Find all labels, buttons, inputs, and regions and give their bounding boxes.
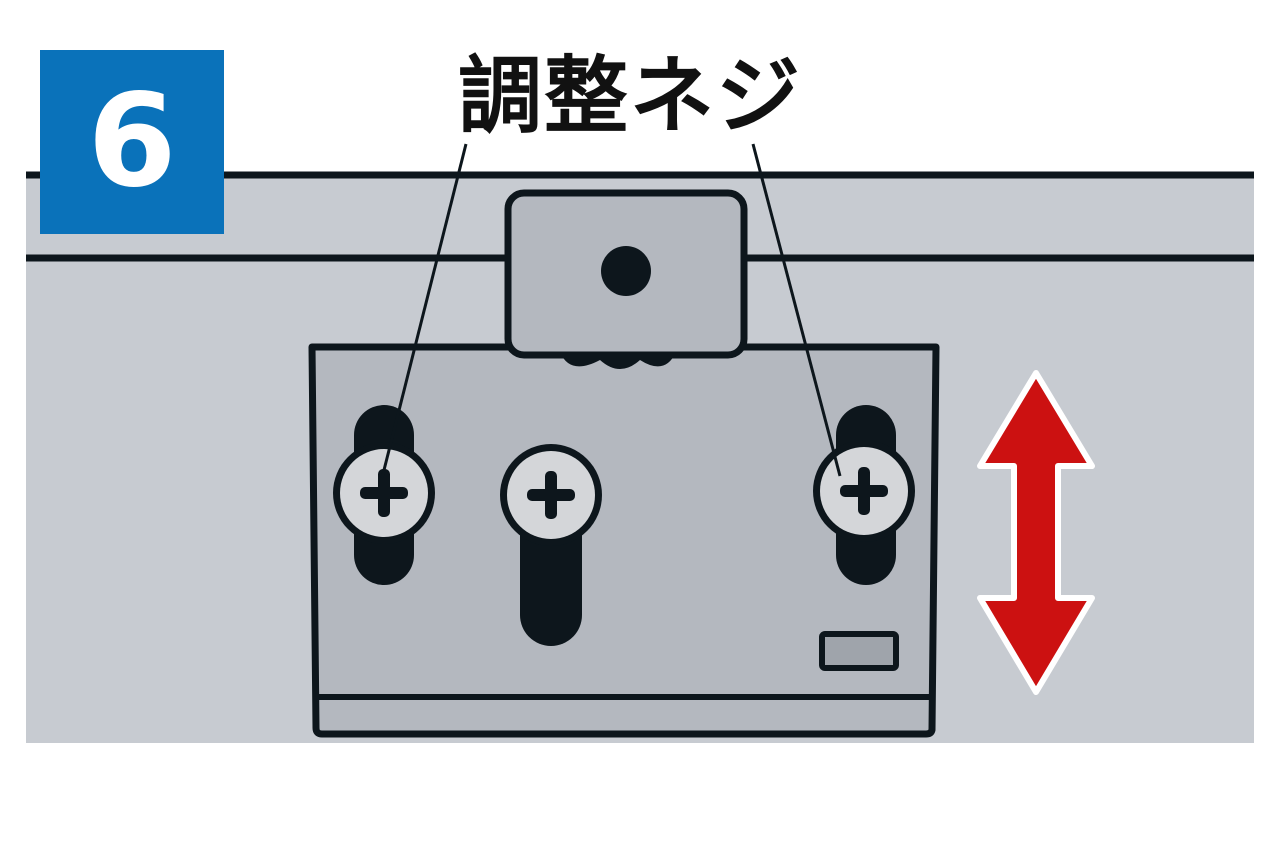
bracket-plate [308, 343, 940, 738]
leader-line-left [380, 143, 468, 479]
leader-line-right [751, 143, 842, 477]
hinge-hole [601, 246, 651, 296]
adjustment-screw-label: 調整ネジ [457, 46, 802, 145]
up-down-arrow-icon [977, 370, 1095, 695]
bracket-slot-marker [819, 631, 899, 671]
step-number-badge: 6 [40, 50, 224, 234]
adjust-screw-right [813, 405, 915, 585]
hinge-block [504, 189, 748, 369]
center-screw [500, 444, 602, 646]
adjust-screw-left [333, 405, 435, 585]
step-number: 6 [87, 67, 177, 216]
